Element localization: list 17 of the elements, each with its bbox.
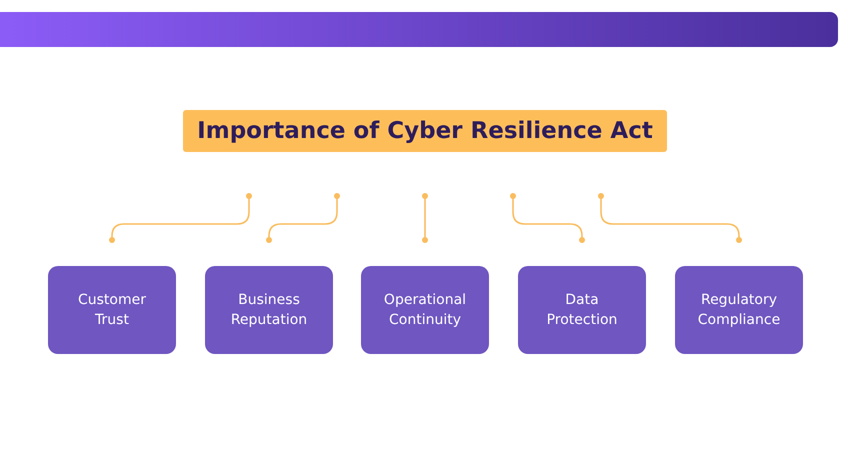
connector-line [598, 193, 742, 243]
connector-line [266, 193, 340, 243]
topic-label: Operational Continuity [382, 291, 468, 330]
topic-label: Data Protection [546, 291, 618, 330]
connector-line [109, 193, 252, 243]
title-box [183, 110, 667, 152]
topic-box [518, 266, 646, 354]
connector-line [510, 193, 585, 243]
connector-line [422, 193, 428, 243]
topic-label: Regulatory Compliance [696, 291, 782, 330]
topic-box [48, 266, 176, 354]
topic-label: Customer Trust [76, 291, 147, 330]
topic-box [361, 266, 489, 354]
topic-box [675, 266, 803, 354]
topic-box [205, 266, 333, 354]
topic-label: Business Reputation [230, 291, 308, 330]
title-text: Importance of Cyber Resilience Act [197, 118, 653, 144]
